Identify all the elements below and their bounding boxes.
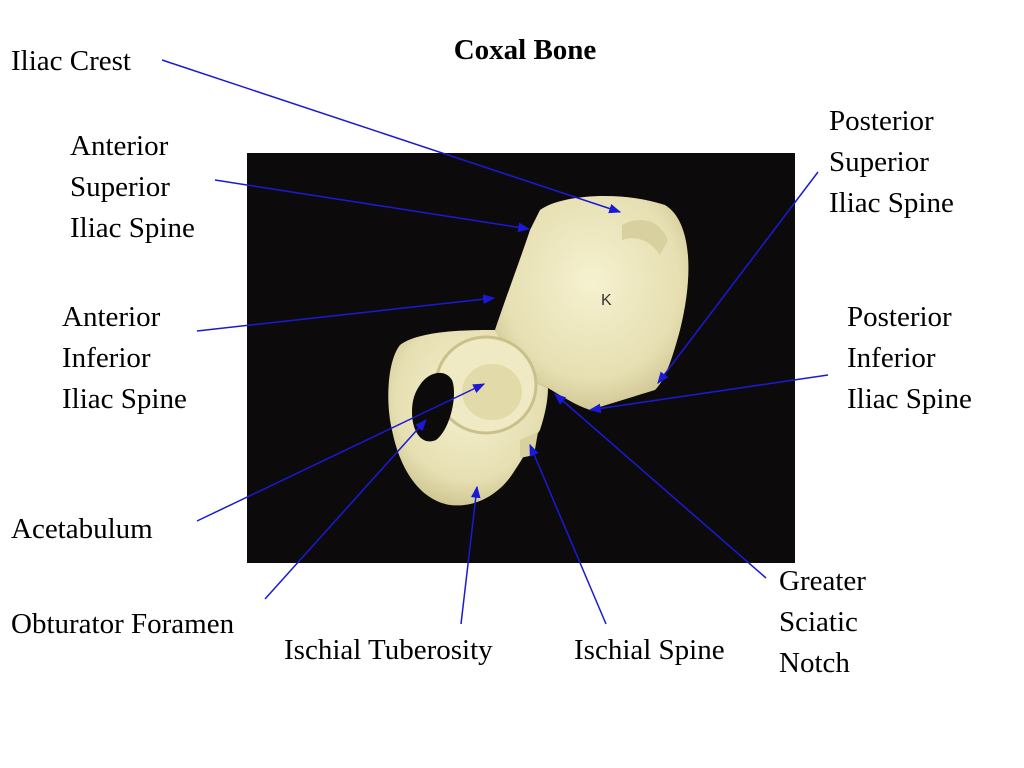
- label-ischial-tuberosity: Ischial Tuberosity: [284, 634, 493, 666]
- leader-asis: [214, 179, 531, 233]
- leader-piis: [588, 374, 829, 414]
- leader-psis: [657, 171, 819, 384]
- leader-acetabulum: [196, 383, 486, 522]
- ilium: [495, 195, 689, 410]
- label-posterior-superior-iliac-spine: Posterior Superior Iliac Spine: [829, 105, 954, 219]
- leader-ischial-tuberosity: [460, 485, 481, 625]
- label-ischial-spine: Ischial Spine: [574, 634, 725, 666]
- label-obturator-foramen: Obturator Foramen: [11, 608, 235, 640]
- label-anterior-inferior-iliac-spine: Anterior Inferior Iliac Spine: [62, 301, 187, 415]
- leader-iliac-crest: [161, 59, 622, 214]
- label-acetabulum: Acetabulum: [11, 513, 153, 545]
- label-anterior-superior-iliac-spine: Anterior Superior Iliac Spine: [70, 130, 195, 244]
- label-posterior-inferior-iliac-spine: Posterior Inferior Iliac Spine: [847, 301, 972, 415]
- coxal-bone-illustration: [388, 195, 689, 506]
- leader-ischial-spine: [529, 443, 607, 625]
- leader-obturator: [264, 419, 427, 600]
- page-title: Coxal Bone: [453, 34, 597, 66]
- leader-greater-sciatic-notch: [554, 393, 767, 579]
- leader-aiis: [196, 294, 496, 332]
- bone-mark: K: [601, 292, 612, 309]
- label-iliac-crest: Iliac Crest: [11, 45, 131, 77]
- leader-lines: [161, 59, 829, 625]
- label-greater-sciatic-notch: Greater Sciatic Notch: [779, 565, 866, 679]
